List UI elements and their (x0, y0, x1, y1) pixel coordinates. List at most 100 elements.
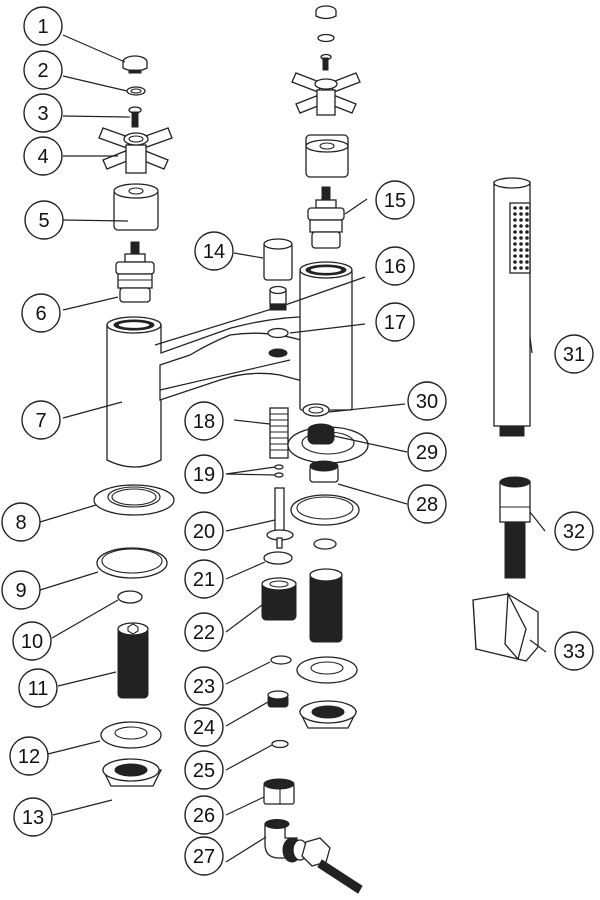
leader-lines (39, 34, 547, 863)
part-o-ring-10 (117, 590, 143, 604)
nozzle-dot (513, 230, 517, 234)
callout-3-label: 3 (37, 103, 48, 125)
callout-26-label: 26 (193, 805, 215, 827)
nozzle-dot (525, 242, 529, 246)
nozzle-dot (513, 236, 517, 240)
callout-3: 3 (23, 93, 63, 133)
part-hose-connector-32 (499, 476, 531, 579)
callout-27: 27 (184, 836, 224, 876)
callout-25: 25 (184, 750, 224, 790)
callout-33: 33 (554, 631, 594, 671)
nozzle-dot (513, 206, 517, 210)
callout-14: 14 (194, 231, 234, 271)
part-threaded-stud-right (309, 568, 343, 643)
callouts: 1 2 3 4 5 6 7 8 9 10 11 12 13 14 15 16 1… (1, 6, 594, 876)
callout-12: 12 (9, 736, 49, 776)
callout-4: 4 (23, 136, 63, 176)
part-tap-body (106, 261, 353, 468)
nozzle-dot (519, 212, 523, 216)
part-hex-nut-13 (101, 758, 163, 787)
part-hose-nut-26 (263, 778, 295, 805)
nozzle-dot (519, 224, 523, 228)
part-cap-left (122, 55, 148, 74)
part-collar-28 (309, 460, 339, 483)
part-shroud-right (305, 134, 349, 178)
nozzle-dot (513, 266, 517, 270)
callout-32-label: 32 (563, 521, 585, 543)
callout-5-label: 5 (38, 210, 49, 232)
callout-6-label: 6 (35, 303, 46, 325)
nozzle-dot (519, 260, 523, 264)
nozzle-dot (519, 248, 523, 252)
nozzle-dot (525, 218, 529, 222)
callout-21-label: 21 (193, 569, 215, 591)
nozzle-dot (519, 206, 523, 210)
part-shroud-left (113, 183, 159, 231)
callout-16: 16 (375, 246, 415, 286)
callout-27-label: 27 (193, 846, 215, 868)
part-screw-left (128, 106, 142, 128)
callout-24: 24 (184, 707, 224, 747)
part-washer-large-8 (93, 484, 175, 516)
nozzle-dot (519, 242, 523, 246)
part-cross-handle-left (98, 127, 173, 174)
callout-20: 20 (184, 511, 224, 551)
nozzle-dot (513, 260, 517, 264)
callout-31: 31 (554, 334, 594, 374)
callout-9: 9 (1, 570, 41, 610)
spray-nozzles (513, 206, 529, 270)
callout-13: 13 (13, 797, 53, 837)
nozzle-dot (525, 206, 529, 210)
callout-29: 29 (407, 432, 447, 472)
nozzle-dot (525, 248, 529, 252)
callout-26: 26 (184, 795, 224, 835)
callout-21: 21 (184, 559, 224, 599)
nozzle-dot (525, 260, 529, 264)
nozzle-dot (525, 224, 529, 228)
part-hex-nut-right (298, 700, 358, 729)
callout-2: 2 (23, 50, 63, 90)
nozzle-dot (513, 218, 517, 222)
callout-17: 17 (375, 302, 415, 342)
nozzle-dot (525, 230, 529, 234)
part-screw-right (320, 53, 332, 71)
part-nipple-24 (267, 690, 289, 708)
nozzle-dot (513, 212, 517, 216)
nozzle-dot (525, 266, 529, 270)
callout-6: 6 (21, 293, 61, 333)
callout-28-label: 28 (416, 494, 438, 516)
nozzle-dot (513, 248, 517, 252)
callout-9-label: 9 (15, 580, 26, 602)
part-washer-23 (270, 655, 292, 665)
callout-31-label: 31 (563, 344, 585, 366)
part-cap-right (315, 5, 337, 20)
callout-30: 30 (407, 381, 447, 421)
callout-30-label: 30 (416, 391, 438, 413)
callout-29-label: 29 (416, 442, 438, 464)
nozzle-dot (519, 218, 523, 222)
part-diverter-stem-20 (266, 487, 294, 549)
nozzle-dot (525, 254, 529, 258)
part-spring-18 (269, 407, 289, 459)
callout-7-label: 7 (35, 410, 46, 432)
part-handset-31 (493, 177, 531, 437)
callout-24-label: 24 (193, 717, 215, 739)
nozzle-dot (513, 254, 517, 258)
part-diverter-knob-14 (263, 238, 293, 281)
callout-7: 7 (21, 400, 61, 440)
part-cartridge-left (115, 241, 155, 303)
callout-18-label: 18 (193, 411, 215, 433)
callout-8: 8 (1, 502, 41, 542)
callout-22: 22 (184, 612, 224, 652)
part-washer-30 (302, 403, 330, 417)
callout-10: 10 (12, 621, 52, 661)
callout-17-label: 17 (384, 312, 406, 334)
callout-1-label: 1 (37, 16, 48, 38)
nozzle-dot (513, 224, 517, 228)
callout-13-label: 13 (22, 807, 44, 829)
callout-23: 23 (184, 666, 224, 706)
part-washer-small-right (317, 33, 335, 43)
nozzle-dot (519, 230, 523, 234)
